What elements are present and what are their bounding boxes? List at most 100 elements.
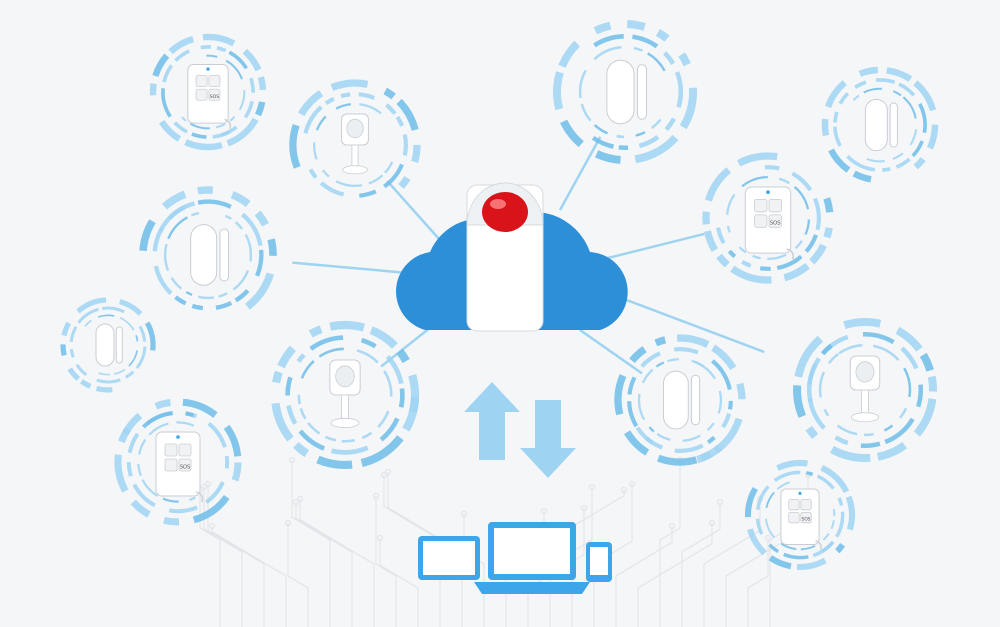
ring-segment [307,422,321,435]
ring-segment [730,265,772,284]
circuit-trace [375,496,397,627]
ring-segment [191,303,204,311]
ring-segment [873,344,900,362]
ring-segment [139,219,156,252]
ring-segment [313,142,318,160]
ring-segment [837,497,844,506]
ring-segment [138,438,147,455]
remote-button [208,88,221,101]
hub [396,182,628,332]
ring-segment [298,90,324,117]
ring-segment [368,174,384,185]
circuit-node [384,468,392,476]
ring-segment [911,140,924,158]
siren-light [482,192,528,232]
ring-segment [153,265,173,295]
ring-segment [383,370,393,397]
ring-segment [224,214,232,220]
ring-segment [216,46,227,53]
ring-segment [764,165,780,171]
ring-segment [736,382,746,400]
door-sensor-magnet [889,102,898,148]
ring-segment [138,325,147,342]
remote-body [155,431,201,497]
ring-segment [331,445,369,455]
ring-segment [900,346,919,370]
door-sensor-main [864,98,888,152]
ring-segment [830,520,835,530]
ring-segment [833,111,839,123]
ring-segment [245,272,274,310]
ring-segment [823,227,833,239]
door-sensor-icon [662,370,701,430]
ring-segment [809,243,827,265]
ring-segment [767,253,787,261]
circuit-node [292,498,300,506]
ring-segment [678,52,691,67]
circuit-trace [615,526,673,627]
ring-segment [875,78,896,85]
ring-segment [141,479,159,497]
ring-segment [913,157,926,170]
ring-segment [828,148,851,173]
ring-segment [627,376,637,395]
remote-button [754,214,768,228]
ring-segment [152,53,170,78]
ring-segment [152,227,164,252]
ring-segment [341,438,355,443]
ring-segment [752,254,761,260]
ring-segment [300,360,315,379]
ring-segment [144,321,156,351]
circuit-node [588,483,596,491]
ring-segment [629,346,647,364]
ring-segment [716,253,730,268]
ring-segment [655,29,670,42]
circuit-node [296,495,304,503]
ring-segment [158,119,182,142]
ring-segment [207,422,227,448]
ring-segment [852,94,860,101]
arrow-down-icon [520,400,576,478]
ring-segment [794,335,824,378]
ring-segment [882,167,891,172]
remote-button [800,498,812,511]
ring-segment [764,518,775,539]
door-sensor-main [95,323,115,367]
ring-segment [98,372,111,376]
ring-segment [716,227,726,245]
ring-segment [254,210,269,227]
ring-segment [127,432,140,454]
ring-segment [711,344,737,371]
motion-lens [335,365,355,388]
ring-segment [255,101,266,117]
ring-segment [69,348,75,359]
ring-segment [713,417,743,454]
peripheral-node [614,334,746,466]
ring-segment [267,238,277,256]
connection-line [579,328,643,375]
circuit-trace [287,523,309,627]
ring-segment [647,52,666,72]
ring-segment [257,76,267,91]
remote-body [744,186,792,254]
ring-segment [249,77,255,93]
ring-segment [673,347,699,355]
ring-segment [369,326,398,349]
ring-segment [558,40,581,69]
circuit-trace [207,484,265,627]
ring-segment [793,186,810,210]
circuit-node [204,480,212,488]
remote-button [195,75,208,87]
ring-segment [727,249,737,259]
motion-base [851,412,880,423]
circuit-trace [295,502,353,627]
ring-segment [821,540,835,553]
phone-screen [590,547,608,575]
circuit-trace [203,487,243,627]
ring-segment [324,435,337,442]
ring-segment [254,249,264,277]
ring-segment [200,45,212,50]
ring-segment [637,393,646,421]
key-ring [815,540,822,550]
ring-segment [272,370,283,384]
